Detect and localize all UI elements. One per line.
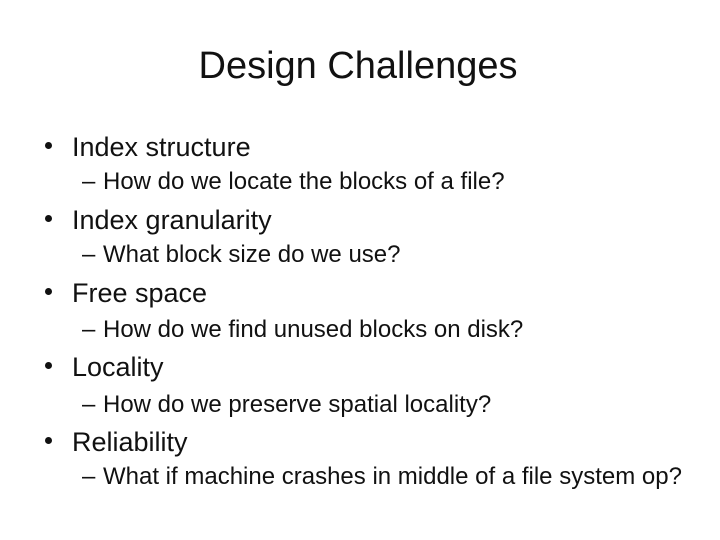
bullet-label: Free space (72, 278, 208, 308)
bullet-dot-icon (45, 215, 52, 222)
bullet-dot-icon (45, 288, 52, 295)
dash-icon: – (82, 241, 96, 268)
bullet-dot-icon (45, 437, 52, 444)
bullet-label: Locality (72, 352, 164, 382)
sub-bullet-text: How do we find unused blocks on disk? (103, 316, 524, 343)
sub-bullet-text: How do we preserve spatial locality? (103, 391, 492, 418)
bullet-item: Locality (0, 354, 720, 384)
bullet-label: Reliability (72, 427, 188, 457)
sub-bullet-item: – What if machine crashes in middle of a… (0, 465, 720, 493)
sub-bullet-item: – How do we locate the blocks of a file? (0, 170, 720, 198)
sub-bullet-item: – How do we preserve spatial locality? (0, 393, 720, 421)
slide-title: Design Challenges (198, 45, 518, 87)
bullet-item: Index structure (0, 134, 720, 164)
sub-bullet-item: – What block size do we use? (0, 243, 720, 271)
bullet-item: Reliability (0, 429, 720, 459)
sub-bullet-item: – How do we find unused blocks on disk? (0, 318, 720, 346)
bullet-dot-icon (45, 362, 52, 369)
dash-icon: – (82, 391, 96, 418)
dash-icon: – (82, 316, 96, 343)
dash-icon: – (82, 463, 96, 490)
sub-bullet-text: How do we locate the blocks of a file? (103, 168, 505, 195)
bullet-item: Free space (0, 280, 720, 310)
bullet-dot-icon (45, 142, 52, 149)
bullet-label: Index structure (72, 132, 251, 162)
sub-bullet-text: What block size do we use? (103, 241, 401, 268)
dash-icon: – (82, 168, 96, 195)
sub-bullet-text: What if machine crashes in middle of a f… (103, 463, 682, 490)
bullet-label: Index granularity (72, 205, 272, 235)
bullet-item: Index granularity (0, 207, 720, 237)
